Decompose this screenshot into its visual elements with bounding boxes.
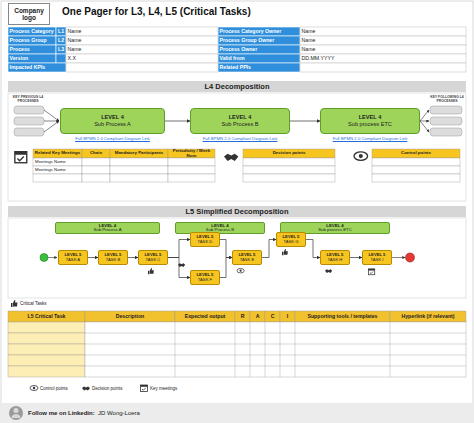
field-label: Version — [8, 54, 56, 63]
table-header: Chain — [82, 149, 110, 158]
side-note: KEY FOLLOWING L4 PROCESSES — [428, 96, 466, 105]
table-header: R — [235, 311, 250, 322]
flow-arrow — [220, 240, 232, 258]
l5-task-box: LEVEL 5TASK C — [138, 250, 168, 265]
l5-task-box: LEVEL 5TASK H — [320, 250, 350, 265]
table-header: Periodicity / Week Num — [168, 149, 215, 158]
field-label: Related PPIs — [218, 63, 300, 72]
footer-text: Follow me on Linkedin: — [28, 408, 98, 418]
node-text: L4 Decomposition — [204, 82, 269, 91]
flow-arrow — [306, 240, 320, 258]
table-header: Supporting tools / templates — [295, 311, 390, 322]
field-label: Impacted KPIs — [8, 63, 66, 72]
l4-process-box: LEVEL 4Sub Process B — [190, 108, 290, 134]
table-header: A — [250, 311, 265, 322]
field-value: Name — [300, 45, 466, 54]
flow-arrow — [290, 121, 320, 122]
field-value: DD.MM.YYYY — [300, 54, 466, 63]
table-header: C — [265, 311, 280, 322]
diagram-link: Full BPMN 2.0 Compliant Diagram Link — [190, 136, 290, 142]
level-code: L2 — [56, 36, 66, 45]
l5-task-box: LEVEL 5TASK B — [98, 250, 128, 265]
table-header: Control points — [372, 149, 460, 158]
side-note: KEY PREVIOUS L4 PROCESSES — [10, 96, 46, 105]
flow-arrow — [168, 240, 190, 258]
l5-task-box: LEVEL 5TASK I — [362, 250, 392, 265]
table-header: I — [280, 311, 295, 322]
flow-arrow — [168, 258, 190, 278]
node-text: Sub Process A — [94, 121, 131, 128]
table-header: Mandatory Participants — [110, 149, 168, 158]
l5-task-box: LEVEL 5TASK E — [232, 250, 262, 265]
node-text: LEVEL 4 — [359, 114, 382, 121]
field-value: Name — [66, 36, 218, 45]
table-header: Description — [85, 311, 175, 322]
node-text: TASK F — [198, 278, 212, 283]
node-text: TASK A — [66, 258, 80, 263]
logo-box: Company logo — [8, 3, 50, 25]
node-text: TASK C — [146, 258, 161, 263]
field-label: Process Category Owner — [218, 27, 300, 36]
legend-text: Critical Tasks — [20, 302, 46, 307]
l4-header-bar: LEVEL 4Sub Process A — [55, 222, 160, 234]
l4-process-box: LEVEL 4Sub Process A — [60, 108, 165, 134]
node-text: Sub process ETC — [348, 121, 392, 128]
node-text: TASK D — [198, 240, 213, 245]
node-text: Sub process ETC — [318, 228, 352, 232]
flow-arrow — [220, 258, 232, 278]
node-text: TASK B — [106, 258, 121, 263]
node-text: TASK G — [283, 240, 298, 245]
node-text: TASK E — [240, 258, 255, 263]
legend-text: Decision points — [92, 387, 123, 392]
node-text: TASK I — [371, 258, 384, 263]
flow-arrow — [262, 240, 276, 258]
table-header: L5 Critical Task — [8, 311, 85, 322]
section-band: L4 Decomposition — [8, 81, 466, 92]
field-label: Process Category — [8, 27, 56, 36]
node-text: L5 Simplified Decomposition — [186, 207, 289, 216]
l4-header-bar: LEVEL 4Sub Process B — [175, 222, 265, 234]
legend-text: Key meetings — [150, 387, 177, 392]
field-value: X.X — [66, 54, 218, 63]
table-header: Hyperlink (if relevant) — [390, 311, 466, 322]
level-code: L1 — [56, 27, 66, 36]
node-text: LEVEL 4 — [101, 114, 124, 121]
flow-arrow — [88, 257, 98, 258]
node-text: TASK H — [328, 258, 343, 263]
table-header: Related Key Meetings — [33, 149, 82, 158]
footer-text: JD Wong-Loera — [98, 408, 178, 418]
table-header: Decision points — [243, 149, 335, 158]
field-value: Name — [300, 27, 466, 36]
l5-task-box: LEVEL 5TASK F — [190, 270, 220, 285]
field-label: Process Group Owner — [218, 36, 300, 45]
field-label: Process Group — [8, 36, 56, 45]
field-value: Name — [300, 36, 466, 45]
field-label: Valid from — [218, 54, 300, 63]
flow-arrow — [350, 257, 362, 258]
field-label: Process — [8, 45, 56, 54]
field-label: Process Owner — [218, 45, 300, 54]
diagram-link: Full BPMN 2.0 Compliant Diagram Link — [320, 136, 420, 142]
section-band: L5 Simplified Decomposition — [8, 206, 466, 217]
field-value: Name — [66, 45, 218, 54]
flow-arrow — [165, 121, 190, 122]
level-code: L3 — [56, 45, 66, 54]
table-cell: Meetings Name — [33, 158, 82, 166]
l5-task-box: LEVEL 5TASK D — [190, 232, 220, 247]
l5-task-box: LEVEL 5TASK A — [58, 250, 88, 265]
node-text: LEVEL 4 — [229, 114, 252, 121]
node-text: Company logo — [9, 7, 49, 21]
table-cell: Meetings Name — [33, 166, 82, 174]
l5-task-box: LEVEL 5TASK G — [276, 232, 306, 247]
node-text: Sub Process A — [93, 228, 121, 232]
page-title: One Pager for L3, L4, L5 (Critical Tasks… — [62, 6, 251, 17]
table-header: Expected output — [175, 311, 235, 322]
legend-text: Control points — [40, 387, 68, 392]
diagram-link: Full BPMN 2.0 Compliant Diagram Link — [60, 136, 165, 142]
node-text: Sub Process B — [222, 121, 259, 128]
l4-process-box: LEVEL 4Sub process ETC — [320, 108, 420, 134]
flow-arrow — [128, 257, 138, 258]
field-value: Name — [66, 27, 218, 36]
